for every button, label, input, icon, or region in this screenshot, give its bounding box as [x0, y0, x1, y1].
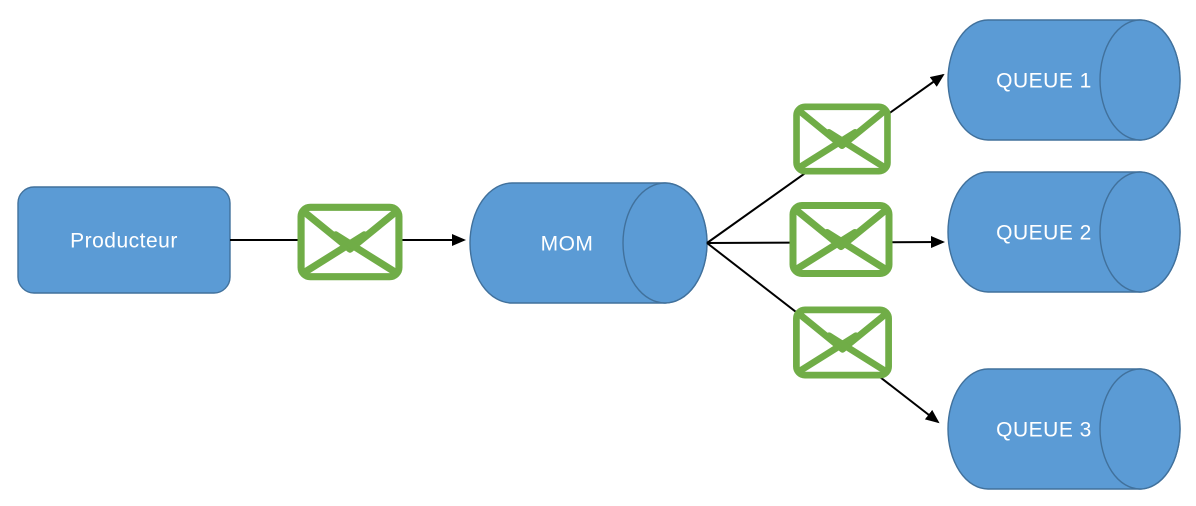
- node-producteur: Producteur: [17, 186, 231, 294]
- producteur-label: Producteur: [70, 230, 178, 253]
- queue3-cap: [1099, 368, 1181, 490]
- queue2-label: QUEUE 2: [996, 222, 1092, 245]
- node-queue3: QUEUE 3: [947, 368, 1181, 490]
- envelope-icon: [796, 310, 888, 375]
- envelope-icon: [793, 206, 889, 274]
- mom-cap: [622, 182, 708, 304]
- node-queue1: QUEUE 1: [947, 19, 1181, 141]
- node-queue2: QUEUE 2: [947, 171, 1181, 293]
- queue3-label: QUEUE 3: [996, 419, 1092, 442]
- queue1-cap: [1099, 19, 1181, 141]
- node-mom: MOM: [469, 182, 708, 304]
- envelope-icon: [301, 207, 399, 276]
- queue1-label: QUEUE 1: [996, 70, 1092, 93]
- envelope-icon: [797, 107, 888, 171]
- mom-label: MOM: [541, 233, 594, 256]
- queue2-cap: [1099, 171, 1181, 293]
